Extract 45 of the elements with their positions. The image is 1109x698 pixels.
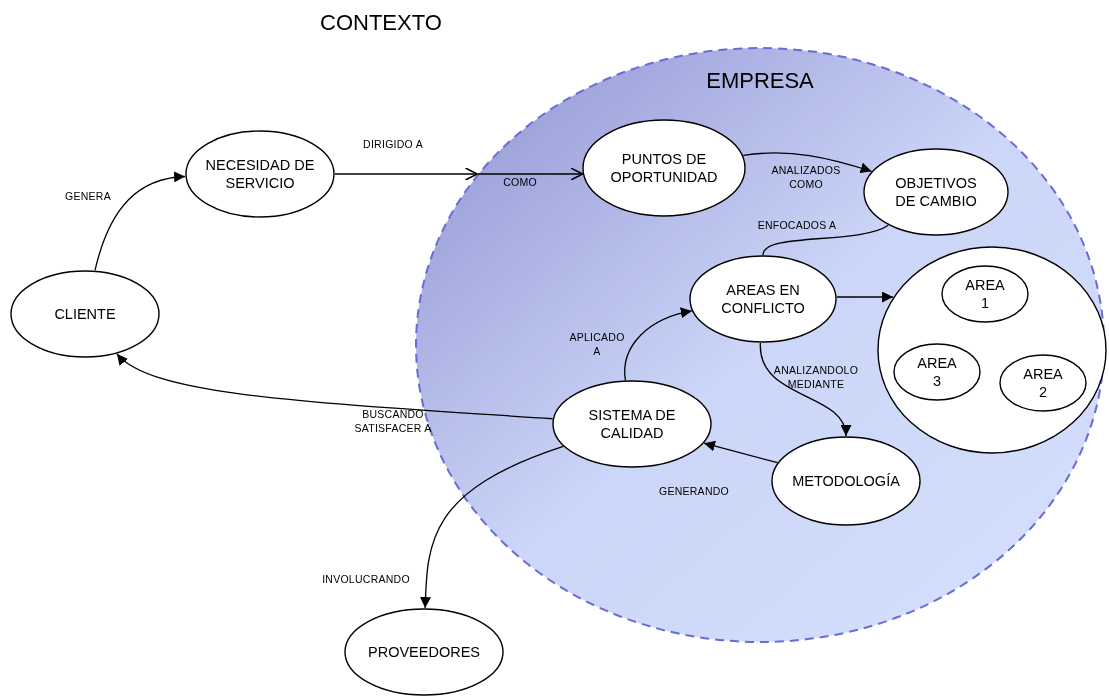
node-label: PROVEEDORES bbox=[367, 642, 481, 662]
ellipse-node bbox=[552, 380, 712, 468]
arrow bbox=[759, 342, 850, 437]
node-label: METODOLOGÍA bbox=[791, 471, 901, 491]
arrow bbox=[836, 291, 894, 303]
edge-label: INVOLUCRANDO bbox=[321, 571, 411, 587]
node-label: SISTEMA DE CALIDAD bbox=[587, 405, 677, 443]
edge-label: DIRIGIDO A bbox=[362, 136, 424, 152]
ellipse-node bbox=[344, 608, 504, 696]
edge-label: ANALIZANDOLO MEDIANTE bbox=[772, 362, 860, 392]
diagram-title: CONTEXTO bbox=[320, 9, 442, 37]
area-group-circle bbox=[877, 246, 1107, 454]
ellipse-node bbox=[893, 343, 981, 401]
node-label: AREA 1 bbox=[964, 275, 1006, 313]
edge-label: BUSCANDO SATISFACER A bbox=[353, 406, 433, 436]
edge-label: GENERA bbox=[64, 188, 112, 204]
edge-label: ENFOCADOS A bbox=[756, 217, 838, 233]
node-label: OBJETIVOS DE CAMBIO bbox=[894, 173, 978, 211]
ellipse-node bbox=[10, 270, 160, 358]
ellipse-node bbox=[185, 130, 335, 218]
node-label: AREA 3 bbox=[916, 353, 958, 391]
node-label: AREAS EN CONFLICTO bbox=[720, 280, 806, 318]
node-label: PUNTOS DE OPORTUNIDAD bbox=[609, 149, 719, 187]
arrow bbox=[742, 152, 873, 174]
arrow bbox=[420, 445, 564, 609]
edge-label: COMO bbox=[502, 174, 538, 190]
arrow bbox=[116, 353, 554, 420]
ellipse-node bbox=[689, 255, 837, 343]
edge-label: APLICADO A bbox=[568, 329, 626, 359]
node-label: AREA 2 bbox=[1022, 364, 1064, 402]
node-label: CLIENTE bbox=[53, 304, 117, 324]
ellipse-node bbox=[863, 148, 1009, 236]
region-heading: EMPRESA bbox=[705, 67, 815, 95]
arrow bbox=[624, 307, 693, 381]
ellipse-node bbox=[582, 119, 746, 217]
ellipse-node bbox=[771, 436, 921, 526]
ellipse-node bbox=[999, 354, 1087, 412]
edge-label: ANALIZADOS COMO bbox=[770, 162, 842, 192]
arrow bbox=[94, 171, 186, 272]
node-label: NECESIDAD DE SERVICIO bbox=[204, 155, 316, 193]
arrow bbox=[476, 167, 584, 181]
ellipse-node bbox=[941, 265, 1029, 323]
arrow bbox=[334, 167, 479, 181]
edge-label: GENERANDO bbox=[657, 483, 730, 499]
arrow bbox=[703, 440, 779, 464]
